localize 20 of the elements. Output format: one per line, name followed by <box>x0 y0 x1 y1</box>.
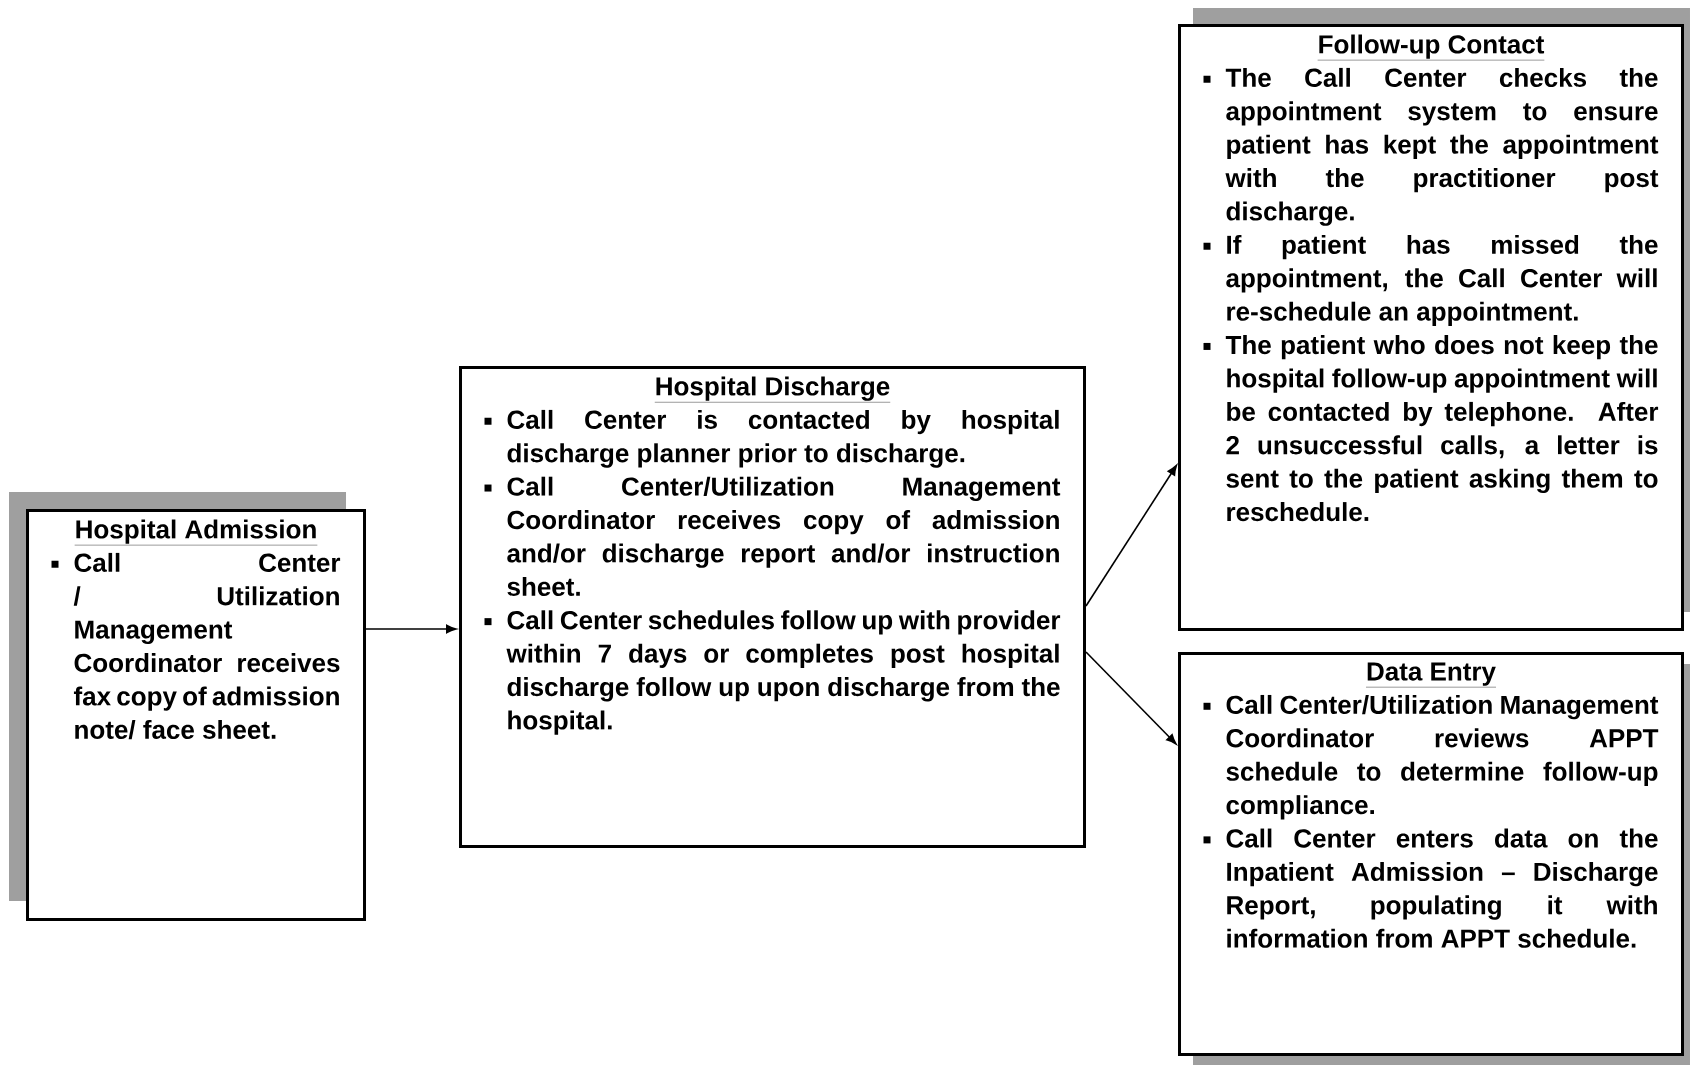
process-box <box>1178 652 1684 1056</box>
box-heading: Data Entry <box>1365 662 1497 688</box>
process-box <box>1178 24 1684 631</box>
bullet-item: Call Center enters data on the Inpatient Admission – Discharge Report, populating it with information from APPT schedule. <box>1203 828 1658 948</box>
box-heading: Hospital Admission <box>74 519 318 546</box>
bullet-item: Call Center schedules follow up with provider within 7 days or completes post hospital discharge follow up upon discharge from the hospital. <box>484 610 1061 735</box>
bullet-item: Call Center / Utilization Management Coordinator receives fax copy of admission note/ face sheet. <box>51 552 341 740</box>
process-box <box>459 366 1086 848</box>
bullet-item: Call Center/Utilization Management Coordinator reviews APPT schedule to determine follow-up compliance. <box>1203 694 1659 820</box>
bullet-item: The patient who does not keep the hospital follow-up appointment will be contacted by telephone. After 2 unsuccessful calls, a letter is sent to the patient asking them to reschedule. <box>1203 335 1659 522</box>
box-heading: Hospital Discharge <box>654 376 891 403</box>
bullet-item: Call Center is contacted by hospital discharge planner prior to discharge. <box>484 409 1059 468</box>
bullet-item: The Call Center checks the appointment system to ensure patient has kept the appointment with the practitioner post discharge. <box>1203 67 1659 226</box>
bullet-item: Call Center/Utilization Management Coordinator receives copy of admission and/or discharge report and/or instruction sheet. <box>484 476 1061 596</box>
process-box <box>26 509 366 921</box>
box-heading: Follow-up Contact <box>1317 34 1545 61</box>
bullet-item: If patient has missed the appointment, the Call Center will re-schedule an appointment. <box>1203 234 1658 326</box>
arrow <box>1085 651 1177 745</box>
arrow <box>1085 464 1178 607</box>
arrow <box>365 624 457 634</box>
